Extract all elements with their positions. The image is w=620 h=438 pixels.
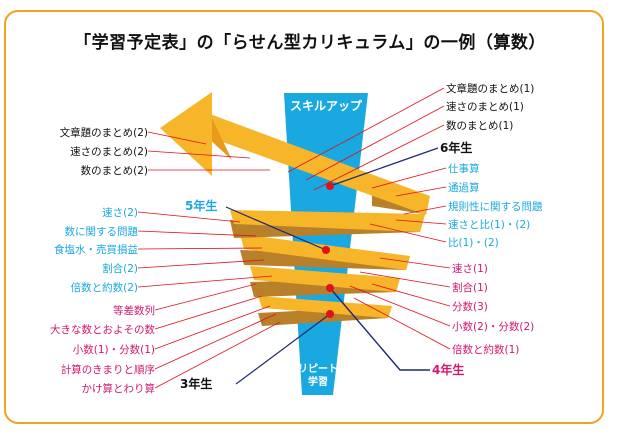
- right-blue-2: 規則性に関する問題: [448, 200, 543, 213]
- right-top-0: 文章題のまとめ(1): [446, 82, 534, 95]
- right-blue-1: 通過算: [448, 181, 480, 194]
- left-pink-0: 等差数列: [113, 304, 155, 317]
- left-pink-3: 計算のきまりと順序: [61, 363, 155, 376]
- left-top-2: 数のまとめ(2): [81, 164, 148, 177]
- dot-4: [326, 284, 334, 292]
- grade-3-label: 3年生: [180, 376, 212, 391]
- left-pink-4: かけ算とわり算: [82, 382, 156, 395]
- leader-lines: [137, 87, 451, 389]
- left-top-0: 文章題のまとめ(2): [60, 126, 148, 139]
- left-blue-1: 数に関する問題: [65, 225, 139, 238]
- left-blue-3: 割合(2): [102, 262, 138, 275]
- right-pink-1: 割合(1): [452, 281, 488, 294]
- right-blue-0: 仕事算: [448, 162, 480, 175]
- dot-5: [322, 246, 330, 254]
- left-pink-1: 大きな数とおよその数: [50, 323, 155, 336]
- left-blue-4: 倍数と約数(2): [71, 281, 138, 294]
- grade-connectors: [225, 147, 439, 385]
- dot-6: [326, 182, 334, 190]
- grade-5-label: 5年生: [185, 198, 217, 213]
- right-top-1: 速さのまとめ(1): [446, 101, 524, 113]
- right-pink-2: 分数(3): [452, 300, 488, 313]
- tower-bottom-label-1: リピート: [298, 363, 338, 375]
- left-pink-2: 小数(1)・分数(1): [73, 343, 155, 356]
- right-pink-0: 速さ(1): [452, 263, 488, 275]
- right-blue-4: 比(1)・(2): [448, 236, 499, 249]
- left-top-1: 速さのまとめ(2): [70, 146, 148, 158]
- left-blue-0: 速さ(2): [102, 207, 138, 219]
- grade-6-label: 6年生: [440, 140, 472, 155]
- right-top-2: 数のまとめ(1): [446, 119, 513, 132]
- grade-4-label: 4年生: [432, 362, 464, 377]
- right-pink-4: 倍数と約数(1): [452, 343, 519, 356]
- tower-bottom-label-2: 学習: [308, 375, 328, 388]
- right-blue-3: 速さと比(1)・(2): [448, 218, 530, 231]
- left-blue-2: 食塩水・売買損益: [54, 243, 138, 256]
- right-pink-3: 小数(2)・分数(2): [452, 320, 534, 333]
- dot-3: [326, 310, 334, 318]
- tower-top-label: スキルアップ: [290, 98, 363, 113]
- page-title: 「学習予定表」の「らせん型カリキュラム」の一例（算数）: [74, 33, 546, 53]
